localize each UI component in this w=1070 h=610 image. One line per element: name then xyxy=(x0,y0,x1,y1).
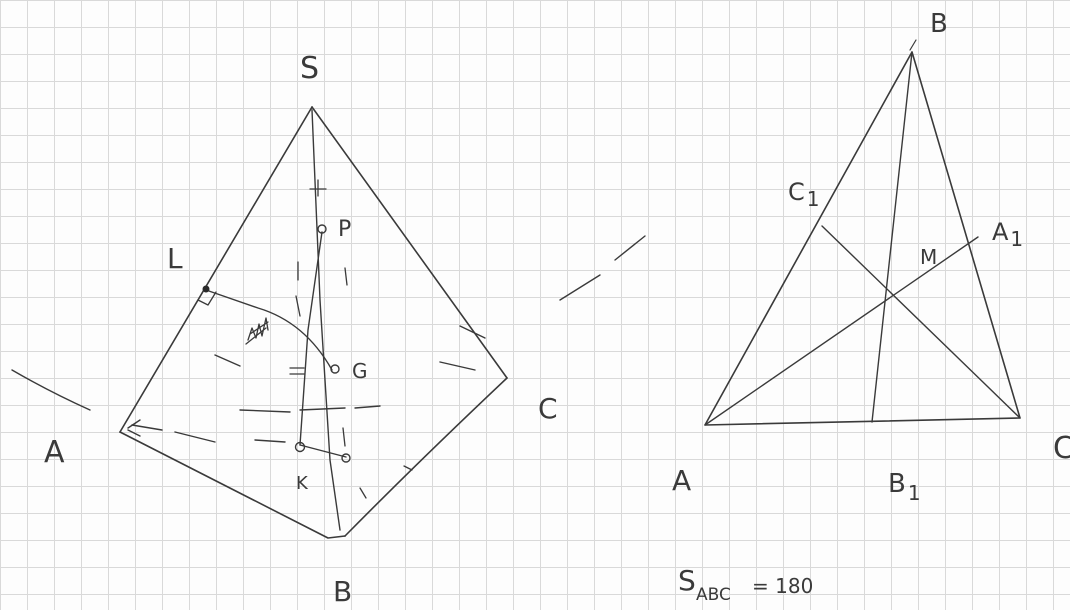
tri-label-C1-sub: 1 xyxy=(807,187,820,211)
tri-label-M: M xyxy=(920,245,937,269)
tri-label-C1-letter: C xyxy=(788,178,805,206)
median-CC1 xyxy=(821,225,1021,419)
label-C: C xyxy=(538,392,558,425)
point-midpoint xyxy=(341,453,351,463)
triangle-ABC xyxy=(704,51,1021,426)
point-P xyxy=(317,224,327,234)
segment-base-point xyxy=(299,444,347,458)
pyramid-labels: S A B C L P G K xyxy=(44,51,558,608)
point-K xyxy=(294,441,306,453)
point-G xyxy=(330,364,340,374)
dashed-hidden-lines xyxy=(11,235,646,443)
point-L-dot xyxy=(202,285,210,293)
segment-P-base xyxy=(299,231,323,446)
edge-BC xyxy=(344,377,508,537)
label-P: P xyxy=(338,217,351,242)
area-note-value: = 180 xyxy=(752,574,813,598)
edge-SB xyxy=(311,109,341,531)
tri-label-A1-letter: A xyxy=(992,218,1009,246)
edge-SC xyxy=(311,106,508,379)
median-BB1 xyxy=(871,51,913,423)
pyramid-figure xyxy=(11,106,646,539)
median-AA1 xyxy=(704,236,979,426)
tri-label-A: A xyxy=(672,464,691,497)
extension-stroke xyxy=(909,39,917,51)
edge-SA xyxy=(119,106,313,433)
tri-label-B1-sub: 1 xyxy=(908,481,921,505)
area-note-S: S xyxy=(678,564,696,597)
edge-AB xyxy=(119,431,346,539)
area-note: S ABC = 180 xyxy=(678,564,813,605)
label-K: K xyxy=(296,473,309,494)
arrow-at-A xyxy=(127,419,141,437)
triangle-figure xyxy=(704,39,1021,426)
label-G: G xyxy=(352,359,368,383)
tri-label-B1-letter: B xyxy=(888,469,906,499)
tick-marks xyxy=(289,179,413,499)
label-A: A xyxy=(44,435,65,470)
tri-label-A1-sub: 1 xyxy=(1010,227,1023,251)
right-angle-mark xyxy=(197,291,217,306)
label-S: S xyxy=(300,51,319,86)
crossed-out-label xyxy=(245,317,269,345)
tri-label-C: C xyxy=(1053,431,1070,466)
tri-label-B: B xyxy=(930,9,948,39)
label-L: L xyxy=(167,242,183,275)
perpendicular-LK xyxy=(205,289,333,371)
area-note-subscript: ABC xyxy=(696,585,731,605)
label-B: B xyxy=(333,575,352,608)
